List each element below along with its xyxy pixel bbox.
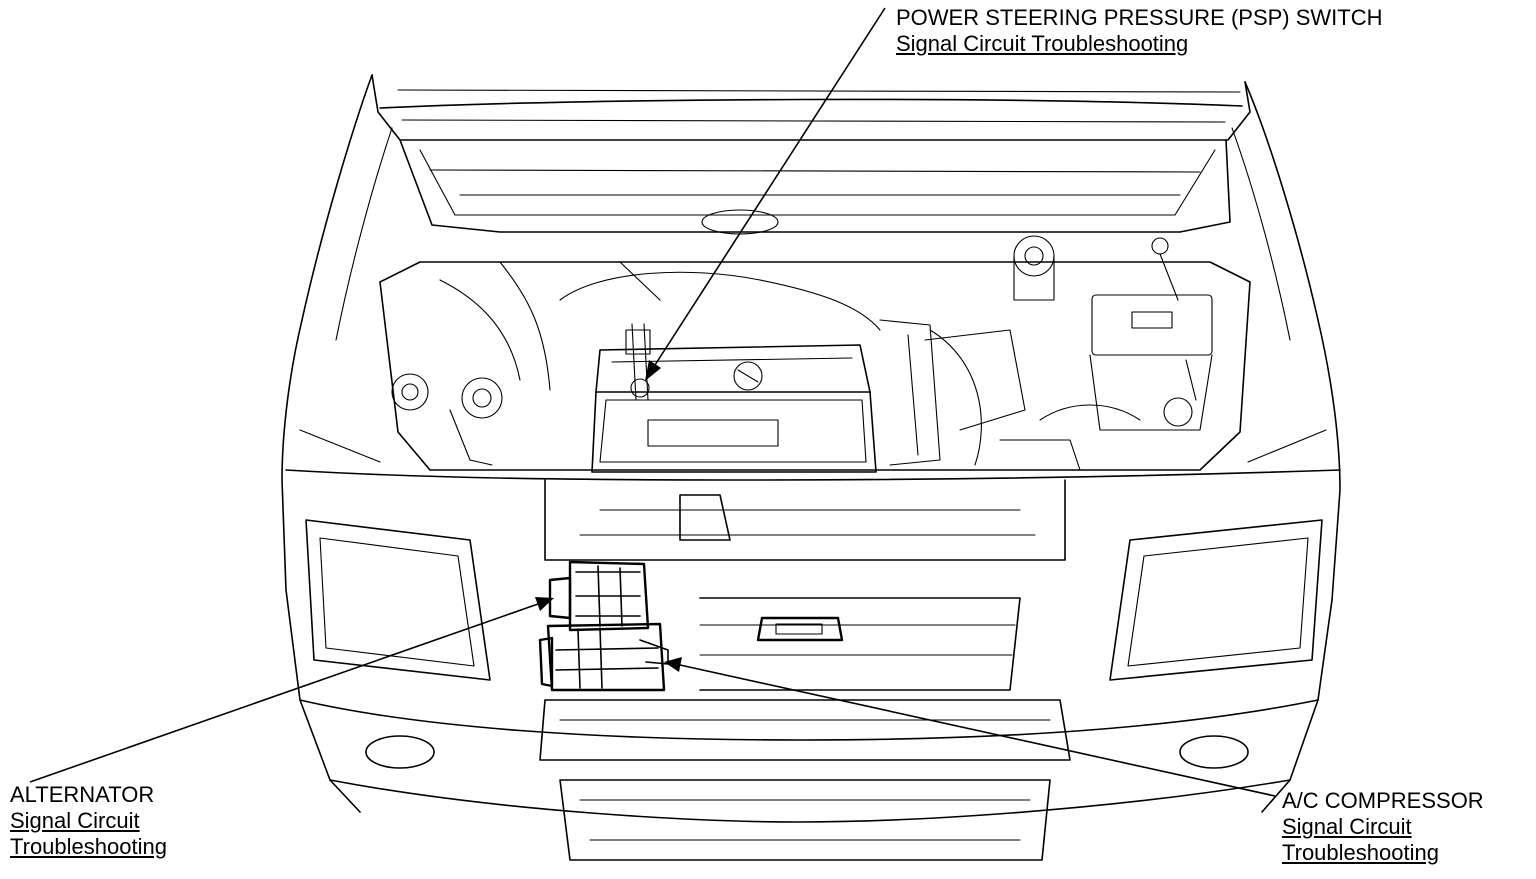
ac-compressor-leader — [664, 657, 1276, 797]
ac-compressor-illustration — [538, 622, 669, 692]
engine-compartment — [379, 235, 1251, 473]
ac-compressor-troubleshooting-link[interactable]: Signal Circuit Troubleshooting — [1282, 814, 1484, 866]
alternator-leader — [29, 597, 554, 783]
psp-switch-troubleshooting-link[interactable]: Signal Circuit Troubleshooting — [896, 31, 1189, 56]
alternator-troubleshooting-link[interactable]: Signal Circuit Troubleshooting — [10, 808, 167, 860]
front-fascia — [299, 479, 1323, 861]
alternator-callout: ALTERNATOR Signal Circuit Troubleshootin… — [10, 782, 167, 860]
psp-switch-label: POWER STEERING PRESSURE (PSP) SWITCH — [896, 5, 1383, 30]
psp-switch-leader — [645, 7, 886, 381]
psp-switch-callout: POWER STEERING PRESSURE (PSP) SWITCH Sig… — [896, 5, 1383, 57]
ac-compressor-link-line1: Signal Circuit — [1282, 814, 1412, 839]
open-hood — [371, 74, 1251, 235]
alternator-link-line1: Signal Circuit — [10, 808, 140, 833]
ac-compressor-callout: A/C COMPRESSOR Signal Circuit Troublesho… — [1282, 788, 1484, 866]
alternator-link-line2: Troubleshooting — [10, 834, 167, 859]
alternator-label: ALTERNATOR — [10, 782, 155, 807]
vehicle-body — [281, 74, 1341, 813]
alternator-illustration — [548, 560, 650, 632]
ac-compressor-link-line2: Troubleshooting — [1282, 840, 1439, 865]
ac-compressor-label: A/C COMPRESSOR — [1282, 788, 1484, 813]
